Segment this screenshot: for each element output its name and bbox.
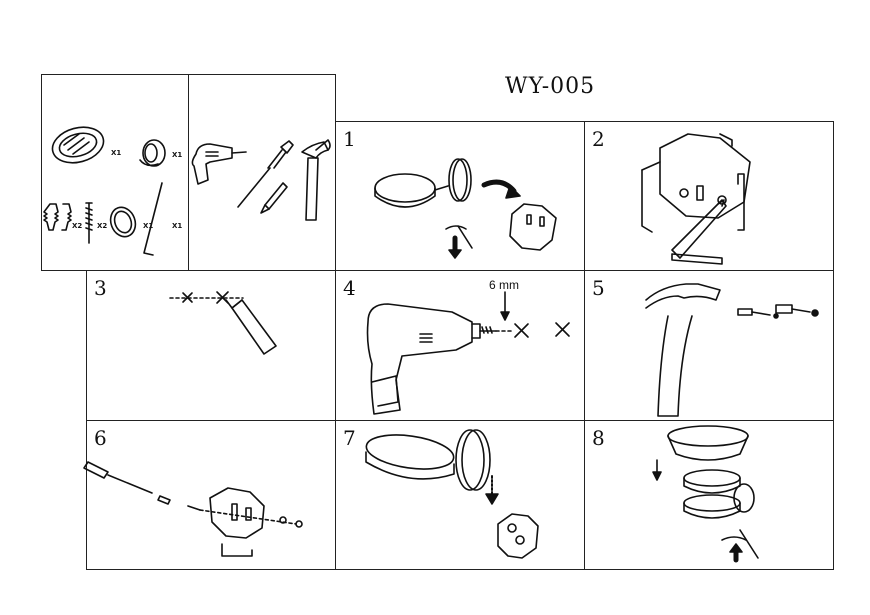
qty-ring: X1: [143, 222, 154, 230]
ring-holder-assembly: [374, 158, 472, 208]
pencil-icon-step3: [225, 299, 277, 355]
step-6-number: 6: [94, 426, 107, 450]
hex-key-turn-icon: [445, 225, 473, 259]
step-1-number: 1: [343, 127, 356, 151]
qty-soapdish: X1: [111, 149, 122, 157]
ring-holder-step7: [365, 429, 491, 491]
hex-key-tighten-icon: [721, 529, 759, 563]
drill-icon-step4: [366, 303, 497, 415]
drill-mark-2: [555, 322, 570, 337]
step-8-panel: [584, 420, 834, 570]
step-7-number: 7: [343, 426, 356, 450]
screw-insert-icons: [157, 495, 303, 528]
step-3-number: 3: [94, 276, 107, 300]
anchor-icons: [737, 304, 819, 319]
soap-dish-step8: [667, 425, 749, 461]
hammer-icon: [301, 139, 331, 221]
pencil-mark-icon: [671, 199, 727, 259]
mount-plate-on-wall: [641, 133, 751, 265]
screwdriver-icon-step6: [83, 461, 153, 494]
qty-key: X1: [172, 222, 183, 230]
qty-holder: X1: [172, 151, 183, 159]
mount-plate-icon: [509, 203, 557, 251]
pencil-icon: [260, 182, 288, 214]
wall-anchor-icon: [43, 203, 72, 231]
ring-step8: [683, 469, 755, 519]
drill-size-label: 6 mm: [489, 278, 519, 292]
drill-mark-1: [514, 323, 529, 338]
drill-icon: [191, 143, 247, 185]
ring-icon: [109, 206, 137, 238]
step-8-number: 8: [592, 426, 605, 450]
soap-dish-icon: [51, 126, 105, 164]
mount-plate-step6: [209, 487, 265, 557]
marking-line: [169, 291, 244, 304]
hammer-icon-step5: [645, 283, 721, 417]
screw-icon: [85, 202, 93, 244]
step-5-number: 5: [592, 276, 605, 300]
mount-plate-step7: [497, 513, 539, 559]
wall-holder-icon: [139, 139, 166, 167]
hex-key-icon: [143, 182, 163, 256]
qty-anchor: X2: [72, 222, 83, 230]
screwdriver-icon: [237, 140, 294, 208]
qty-screw: X2: [97, 222, 108, 230]
step-2-number: 2: [592, 127, 605, 151]
step-4-number: 4: [343, 276, 356, 300]
model-title: WY-005: [505, 74, 596, 99]
